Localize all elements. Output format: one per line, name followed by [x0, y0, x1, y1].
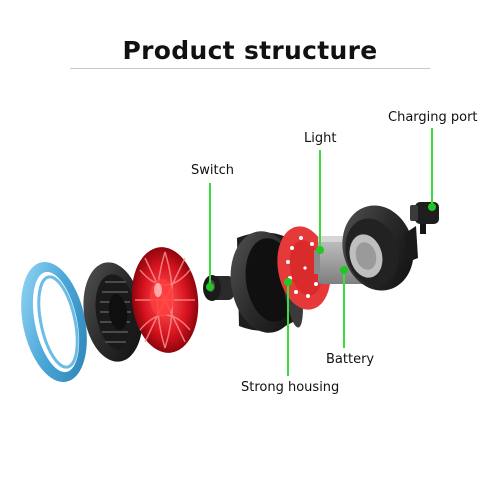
red-lens: [131, 247, 199, 353]
page-title: Product structure: [122, 36, 378, 65]
callout-strong-housing: [284, 278, 292, 376]
blue-silicone-ring: [21, 261, 87, 383]
callout-switch: [206, 183, 214, 291]
label-light: Light: [304, 131, 337, 146]
label-strong-housing: Strong housing: [241, 380, 340, 395]
title-divider: [70, 68, 430, 69]
callout-charging-port: [428, 128, 436, 211]
black-mount-ring: [83, 262, 143, 362]
callout-battery: [340, 266, 348, 348]
label-switch: Switch: [191, 163, 234, 178]
label-battery: Battery: [326, 352, 375, 367]
rear-cap: [342, 205, 418, 291]
callout-light: [316, 150, 324, 254]
label-charging-port: Charging port: [388, 110, 478, 125]
